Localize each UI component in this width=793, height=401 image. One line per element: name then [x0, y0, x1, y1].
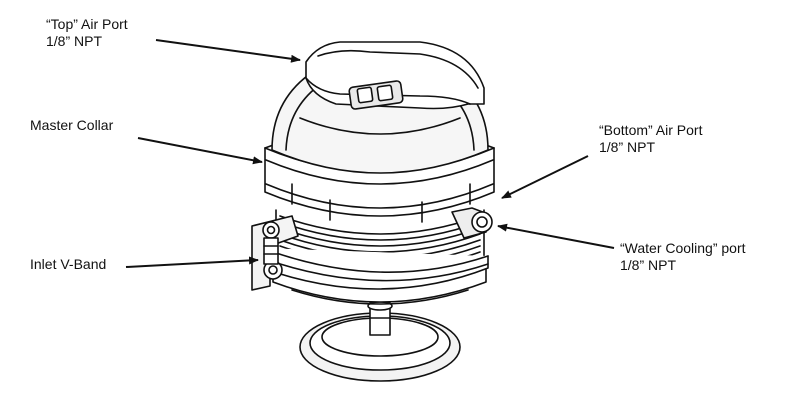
callout-master-collar: Master Collar: [30, 117, 113, 134]
valve-stem: [367, 301, 393, 336]
arrow-water-cooling-port: [497, 223, 615, 249]
callout-inlet-vband-line1: Inlet V-Band: [30, 256, 107, 272]
callout-water-cooling-port-line2: 1/8” NPT: [620, 257, 677, 273]
callout-bottom-air-port-line1: “Bottom” Air Port: [599, 122, 703, 138]
callout-master-collar-line1: Master Collar: [30, 117, 114, 133]
valve-disk: [299, 312, 461, 382]
arrow-bottom-air-port: [501, 155, 589, 199]
callout-bottom-air-port-line2: 1/8” NPT: [599, 139, 656, 155]
arrow-top-air-port: [155, 39, 301, 63]
leader-arrows: [125, 39, 615, 268]
callout-water-cooling-port: “Water Cooling” port 1/8” NPT: [620, 240, 746, 274]
callout-top-air-port-line1: “Top” Air Port: [46, 16, 128, 32]
callout-water-cooling-port-line1: “Water Cooling” port: [620, 240, 746, 256]
callout-inlet-vband: Inlet V-Band: [30, 256, 106, 273]
callout-bottom-air-port: “Bottom” Air Port 1/8” NPT: [599, 122, 702, 156]
arrow-master-collar: [137, 137, 263, 165]
vband-clamp: [251, 215, 489, 291]
top-air-port-fitting: [305, 41, 485, 110]
callout-top-air-port-line2: 1/8” NPT: [46, 33, 103, 49]
arrow-inlet-vband: [125, 256, 259, 268]
side-ports: [451, 207, 493, 239]
callout-top-air-port: “Top” Air Port 1/8” NPT: [46, 16, 128, 50]
